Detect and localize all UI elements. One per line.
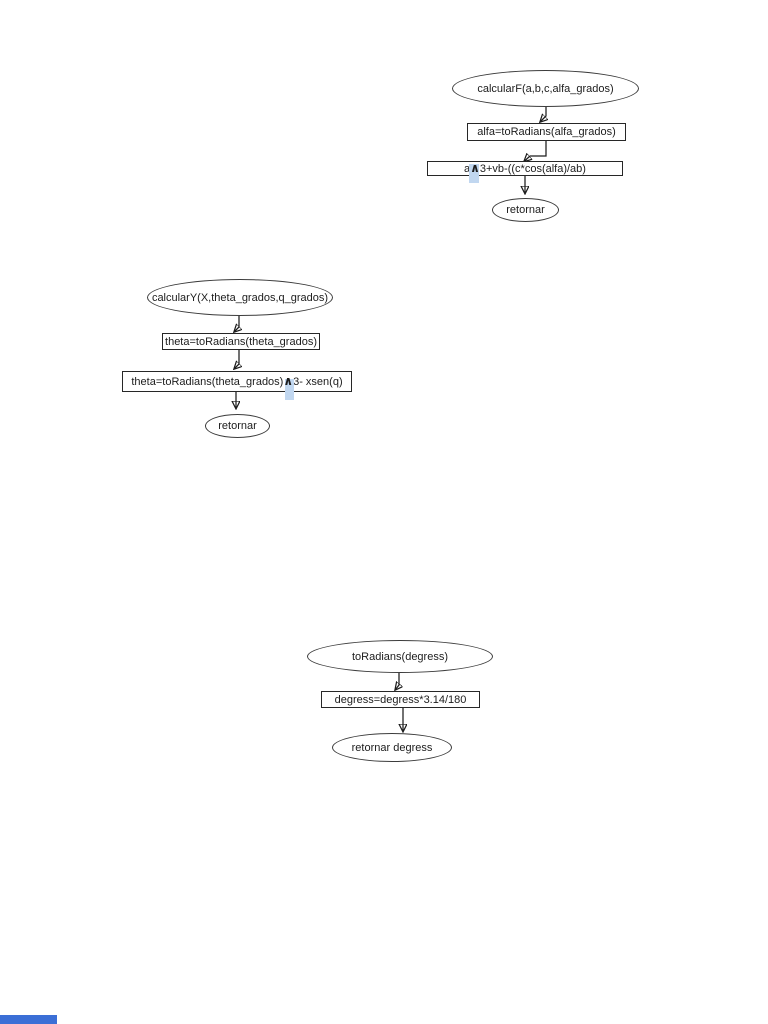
- fc1-formula-pre: a: [464, 162, 471, 175]
- fc3-start-terminal: toRadians(degress): [307, 640, 493, 673]
- fc1-start-label: calcularF(a,b,c,alfa_grados): [477, 82, 614, 95]
- fc1-process-label: alfa=toRadians(alfa_grados): [477, 126, 616, 138]
- page-load-progress-bar: [0, 1015, 57, 1024]
- fc1-arrow-process-to-formula: [525, 141, 547, 161]
- fc1-start-terminal: calcularF(a,b,c,alfa_grados): [452, 70, 639, 107]
- fc2-end-terminal: retornar: [205, 414, 270, 438]
- caret-glyph: ∧: [470, 160, 480, 175]
- fc2-arrow-process-to-formula: [235, 350, 240, 369]
- caret-glyph: ∧: [283, 373, 294, 388]
- fc1-formula-post: 3+vb-((c*cos(alfa)/ab): [479, 162, 586, 175]
- fc3-end-terminal: retornar degress: [332, 733, 452, 762]
- fc2-formula-pre: theta=toRadians(theta_grados): [131, 375, 284, 388]
- fc2-end-label: retornar: [218, 420, 257, 432]
- fc3-process-box: degress=degress*3.14/180: [321, 691, 480, 708]
- fc1-end-terminal: retornar: [492, 198, 559, 222]
- fc1-arrow-start-to-process: [541, 107, 547, 122]
- fc2-formula-box: theta=toRadians(theta_grados)∧3- xsen(q): [122, 371, 352, 400]
- fc1-formula-label: a∧3+vb-((c*cos(alfa)/ab): [464, 160, 586, 183]
- fc1-end-label: retornar: [506, 204, 545, 216]
- fc2-arrow-start-to-process: [235, 316, 240, 332]
- fc1-formula-box: a∧3+vb-((c*cos(alfa)/ab): [427, 160, 623, 183]
- fc2-formula-label: theta=toRadians(theta_grados)∧3- xsen(q): [131, 373, 343, 400]
- fc2-process-box: theta=toRadians(theta_grados): [162, 333, 320, 350]
- fc2-start-label: calcularY(X,theta_grados,q_grados): [151, 291, 329, 304]
- fc2-exponent-caret-highlight: ∧: [283, 373, 295, 400]
- fc3-end-label: retornar degress: [351, 741, 433, 754]
- fc2-formula-post: 3- xsen(q): [293, 375, 343, 388]
- fc1-process-box: alfa=toRadians(alfa_grados): [467, 123, 626, 141]
- fc3-start-label: toRadians(degress): [352, 650, 448, 663]
- fc3-process-label: degress=degress*3.14/180: [334, 693, 467, 706]
- fc3-arrow-start-to-process: [396, 673, 400, 690]
- fc1-exponent-caret-highlight: ∧: [469, 160, 480, 183]
- fc2-start-terminal: calcularY(X,theta_grados,q_grados): [147, 279, 333, 316]
- fc2-process-label: theta=toRadians(theta_grados): [165, 335, 317, 348]
